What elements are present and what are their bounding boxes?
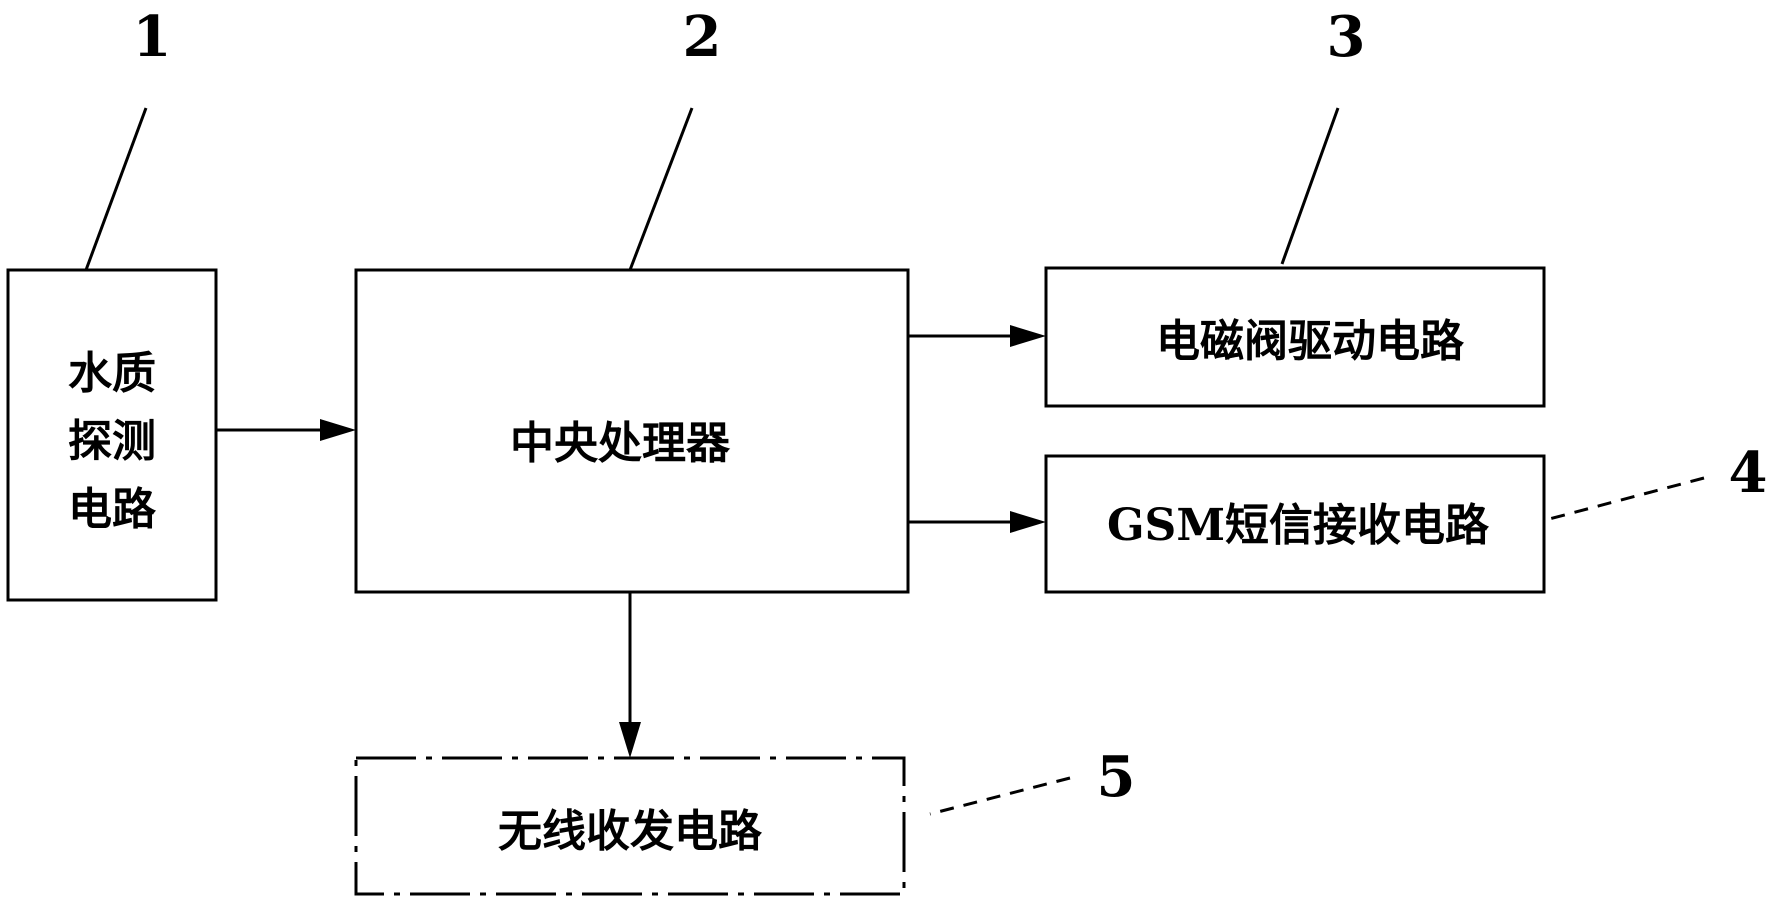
leader-line-3 bbox=[1280, 107, 1340, 265]
arrow-cpu-to-valve-driver bbox=[908, 325, 1046, 347]
leader-line-2 bbox=[628, 107, 694, 271]
leader-line-1 bbox=[84, 107, 148, 271]
leader-line-5 bbox=[929, 776, 1071, 816]
central-processor-block: 中央处理器 bbox=[354, 268, 910, 594]
ref-number-1: 1 bbox=[133, 4, 172, 70]
water-quality-detection-block: 水质 探测 电路 bbox=[6, 268, 218, 602]
water-quality-label-line-3: 电路 bbox=[68, 484, 157, 535]
leader-line-4 bbox=[1537, 476, 1705, 524]
water-quality-label-line-2: 探测 bbox=[68, 416, 156, 467]
arrow-cpu-to-wireless bbox=[619, 592, 641, 758]
arrow-water-quality-to-cpu bbox=[216, 419, 356, 441]
wireless-transceiver-block: 无线收发电路 bbox=[354, 756, 906, 896]
arrow-cpu-to-gsm-receiver bbox=[908, 511, 1046, 533]
ref-number-2: 2 bbox=[683, 4, 722, 70]
gsm-sms-receiver-label: GSM短信接收电路 bbox=[1107, 500, 1490, 551]
solenoid-valve-driver-label: 电磁阀驱动电路 bbox=[1156, 316, 1465, 367]
central-processor-label: 中央处理器 bbox=[510, 418, 731, 469]
ref-number-3: 3 bbox=[1327, 4, 1366, 70]
ref-number-4: 4 bbox=[1729, 440, 1768, 506]
wireless-transceiver-label: 无线收发电路 bbox=[498, 806, 763, 857]
ref-number-5: 5 bbox=[1097, 744, 1136, 810]
solenoid-valve-driver-block: 电磁阀驱动电路 bbox=[1044, 266, 1546, 408]
water-quality-label-line-1: 水质 bbox=[68, 348, 156, 399]
gsm-sms-receiver-block: GSM短信接收电路 bbox=[1044, 454, 1546, 594]
